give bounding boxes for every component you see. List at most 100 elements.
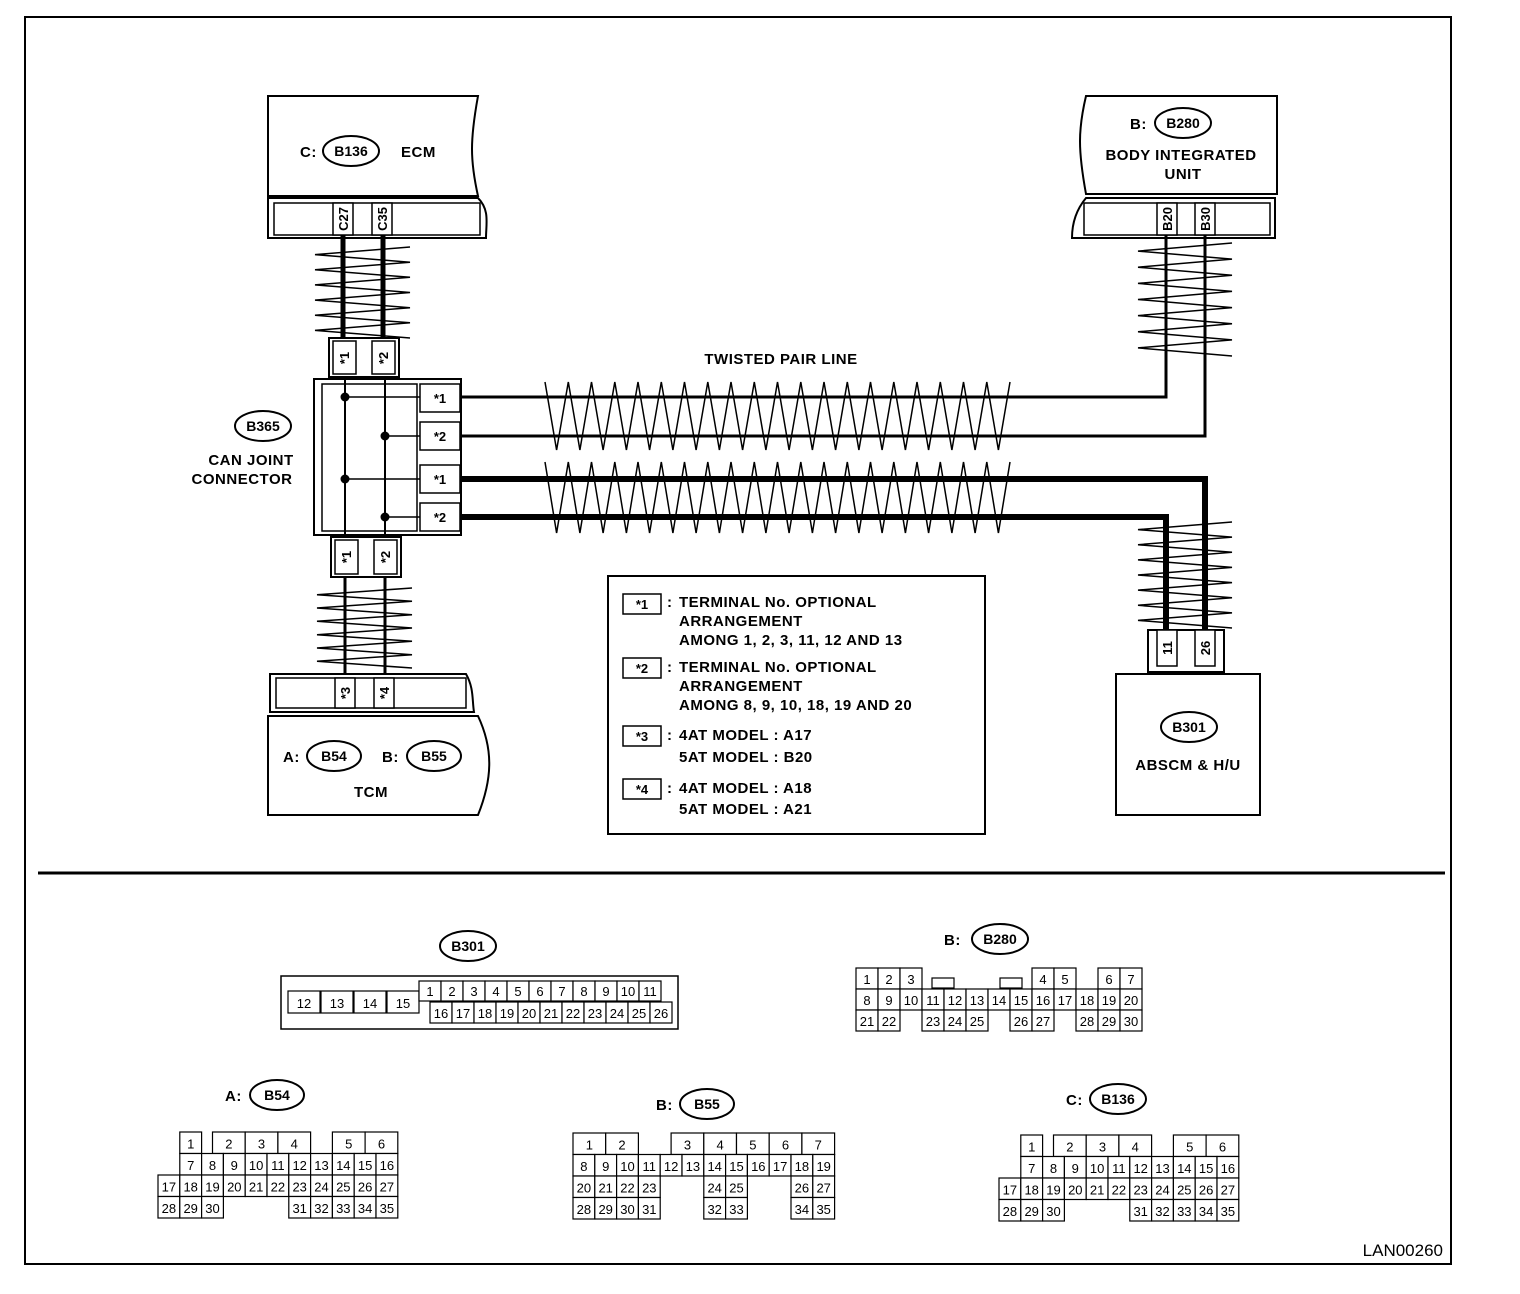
pin-b54-7: 7 <box>187 1158 194 1173</box>
pin-b280-16: 16 <box>1036 993 1050 1008</box>
pin-b280-20: 20 <box>1124 993 1138 1008</box>
abs-code: B301 <box>1172 719 1206 735</box>
pin-b136-12: 12 <box>1133 1161 1147 1176</box>
pin-b301-16: 16 <box>434 1006 448 1021</box>
pin-b280-29: 29 <box>1102 1014 1116 1029</box>
svg-text::: : <box>667 780 673 797</box>
pin-b301-23: 23 <box>588 1006 602 1021</box>
pin-b55-14: 14 <box>707 1159 721 1174</box>
ecm-code-oval <box>322 135 380 167</box>
pin-b136-19: 19 <box>1046 1183 1060 1198</box>
pin-b301-17: 17 <box>456 1006 470 1021</box>
legend-1-line-1: TERMINAL No. OPTIONAL <box>679 594 877 611</box>
pin-b301-15: 15 <box>396 996 410 1011</box>
pin-b280-23: 23 <box>926 1014 940 1029</box>
pin-b301-19: 19 <box>500 1006 514 1021</box>
pin-b136-14: 14 <box>1177 1161 1191 1176</box>
ecm-prefix: C: <box>300 144 317 161</box>
pin-b54-4: 4 <box>291 1137 298 1152</box>
pin-b301-21: 21 <box>544 1006 558 1021</box>
pin-b136-8: 8 <box>1050 1161 1057 1176</box>
pin-b280-3: 3 <box>907 972 914 987</box>
biu-prefix: B: <box>1130 116 1147 133</box>
pin-b55-22: 22 <box>620 1181 634 1196</box>
pin-b136-10: 10 <box>1090 1161 1104 1176</box>
pin-b280-13: 13 <box>970 993 984 1008</box>
pin-b301-18: 18 <box>478 1006 492 1021</box>
pin-b55-8: 8 <box>580 1159 587 1174</box>
pin-b55-31: 31 <box>642 1202 656 1217</box>
twist-mark <box>1137 521 1233 629</box>
biu-name-line-2: UNIT <box>1165 166 1202 183</box>
pin-b54-32: 32 <box>314 1201 328 1216</box>
abs-name: ABSCM & H/U <box>1135 757 1241 774</box>
pin-b136-18: 18 <box>1024 1183 1038 1198</box>
pin-b55-33: 33 <box>729 1202 743 1217</box>
pin-b54-25: 25 <box>336 1180 350 1195</box>
twist-mark <box>544 461 1011 534</box>
twist-mark <box>316 587 413 669</box>
pin-b280-2: 2 <box>885 972 892 987</box>
pin-b301-2: 2 <box>448 984 455 999</box>
pin-b280-18: 18 <box>1080 993 1094 1008</box>
joint-top-pin-2: *2 <box>376 352 391 364</box>
pin-b301-10: 10 <box>621 984 635 999</box>
pin-b55-15: 15 <box>729 1159 743 1174</box>
pin-b136-4: 4 <box>1132 1140 1139 1155</box>
joint-top-pin-1: *1 <box>337 352 352 364</box>
pin-b136-29: 29 <box>1024 1204 1038 1219</box>
b54-prefix: A: <box>225 1088 242 1105</box>
ecm-name: ECM <box>401 144 436 161</box>
pin-b301-3: 3 <box>470 984 477 999</box>
pin-b301-4: 4 <box>492 984 499 999</box>
pin-b136-17: 17 <box>1003 1183 1017 1198</box>
b136-prefix: C: <box>1066 1092 1083 1109</box>
abs-pin-1: 11 <box>1160 641 1175 655</box>
pin-b301-5: 5 <box>514 984 521 999</box>
joint-name-line-2: CONNECTOR <box>192 471 293 488</box>
legend-item-1: *1 : TERMINAL No. OPTIONAL ARRANGEMENT A… <box>622 593 902 649</box>
pin-b136-24: 24 <box>1155 1183 1169 1198</box>
pin-b54-12: 12 <box>292 1158 306 1173</box>
pin-b136-34: 34 <box>1199 1204 1213 1219</box>
pin-b54-30: 30 <box>205 1201 219 1216</box>
pin-b54-20: 20 <box>227 1180 241 1195</box>
pin-b55-34: 34 <box>795 1202 809 1217</box>
pin-b280-9: 9 <box>885 993 892 1008</box>
body-integrated-unit: B: B280 BODY INTEGRATED UNIT B20 B30 <box>1070 95 1278 239</box>
can-joint-connector: *1 *2 *1 *2 *1 *2 *1 *2 B365 CAN JOINT C… <box>192 337 462 578</box>
pin-b55-28: 28 <box>577 1202 591 1217</box>
pin-b136-22: 22 <box>1112 1183 1126 1198</box>
legend-2-line-2: ARRANGEMENT <box>679 678 803 695</box>
pin-b55-4: 4 <box>717 1138 724 1153</box>
pin-b55-30: 30 <box>620 1202 634 1217</box>
pin-b301-1: 1 <box>426 984 433 999</box>
legend-item-3: *3 : 4AT MODEL : A17 5AT MODEL : B20 <box>622 725 812 766</box>
pin-b280-5: 5 <box>1061 972 1068 987</box>
pin-b301-14: 14 <box>363 996 377 1011</box>
pin-b54-5: 5 <box>345 1137 352 1152</box>
pin-b55-24: 24 <box>707 1181 721 1196</box>
legend-key-2: *2 <box>636 661 648 676</box>
pin-b54-29: 29 <box>183 1201 197 1216</box>
legend-key-4: *4 <box>636 782 649 797</box>
pin-b280-22: 22 <box>882 1014 896 1029</box>
b55-prefix: B: <box>656 1097 673 1114</box>
pin-b301-7: 7 <box>558 984 565 999</box>
pin-b280-1: 1 <box>863 972 870 987</box>
joint-code: B365 <box>246 418 280 434</box>
legend-4-line-1: 4AT MODEL : A18 <box>679 780 812 797</box>
pin-b55-35: 35 <box>816 1202 830 1217</box>
biu-pin-1: B20 <box>1160 207 1175 231</box>
pin-b55-3: 3 <box>684 1138 691 1153</box>
pin-b55-23: 23 <box>642 1181 656 1196</box>
pin-b136-28: 28 <box>1003 1204 1017 1219</box>
b301-code-oval <box>439 930 497 962</box>
pin-b136-9: 9 <box>1072 1161 1079 1176</box>
pin-b280-24: 24 <box>948 1014 962 1029</box>
legend-key-1: *1 <box>636 597 648 612</box>
pin-b280-28: 28 <box>1080 1014 1094 1029</box>
biu-code: B280 <box>1166 115 1200 131</box>
pin-b280-8: 8 <box>863 993 870 1008</box>
